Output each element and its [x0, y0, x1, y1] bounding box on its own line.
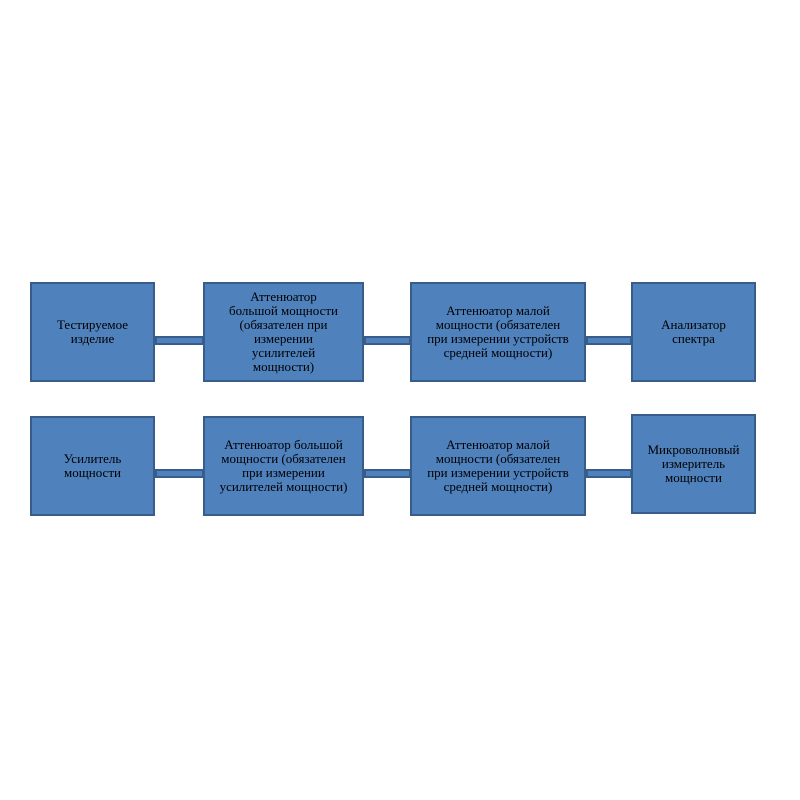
connector-lp-attenuator-to-meter [586, 469, 632, 478]
low-power-attenuator-label-2: Аттенюатор малой мощности (обязателен пр… [427, 437, 569, 494]
connector-hp-to-lp-attenuator-2 [364, 469, 411, 478]
dut-label: Тестируемое изделие [56, 317, 129, 346]
power-amplifier-label: Усилитель мощности [63, 451, 122, 480]
low-power-attenuator-label: Аттенюатор малой мощности (обязателен пр… [427, 303, 569, 360]
low-power-attenuator-box-2: Аттенюатор малой мощности (обязателен пр… [410, 416, 586, 516]
high-power-attenuator-label: Аттенюатор большой мощности (обязателен … [228, 289, 338, 374]
low-power-attenuator-box: Аттенюатор малой мощности (обязателен пр… [410, 282, 586, 382]
microwave-power-meter-label: Микроволновый измеритель мощности [647, 442, 740, 485]
high-power-attenuator-label-2: Аттенюатор большой мощности (обязателен … [219, 437, 348, 494]
high-power-attenuator-box: Аттенюатор большой мощности (обязателен … [203, 282, 364, 382]
connector-hp-to-lp-attenuator [364, 336, 411, 345]
spectrum-analyzer-box: Анализатор спектра [631, 282, 756, 382]
high-power-attenuator-box-2: Аттенюатор большой мощности (обязателен … [203, 416, 364, 516]
connector-lp-attenuator-to-analyzer [586, 336, 632, 345]
connector-dut-to-hp-attenuator [155, 336, 204, 345]
dut-box: Тестируемое изделие [30, 282, 155, 382]
spectrum-analyzer-label: Анализатор спектра [661, 317, 726, 346]
connector-amplifier-to-hp-attenuator [155, 469, 204, 478]
microwave-power-meter-box: Микроволновый измеритель мощности [631, 414, 756, 514]
power-amplifier-box: Усилитель мощности [30, 416, 155, 516]
